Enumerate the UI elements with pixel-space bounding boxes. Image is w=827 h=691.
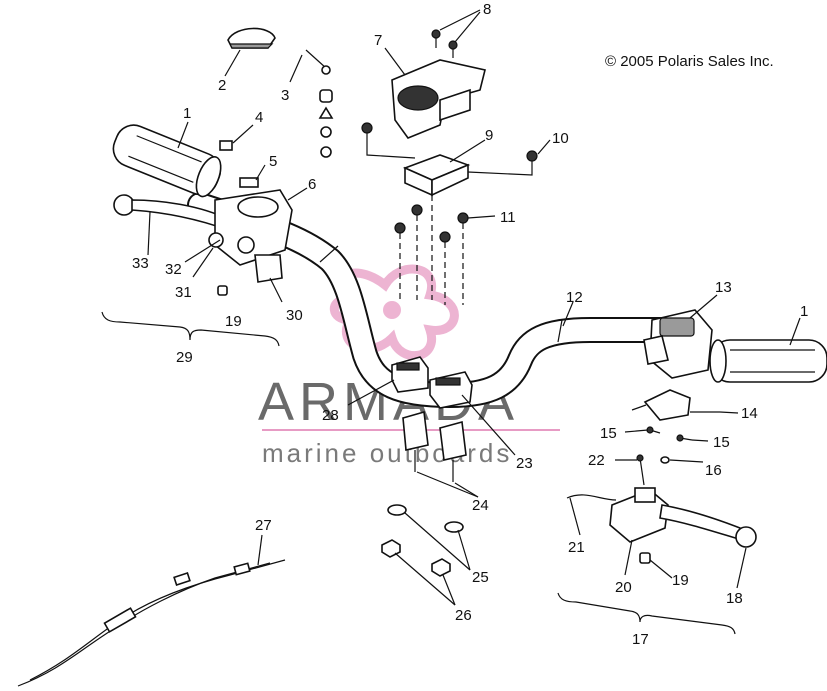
cover-cap — [227, 27, 276, 49]
callout-5: 5 — [269, 153, 277, 170]
left-master-cylinder — [208, 189, 293, 283]
callout-29: 29 — [176, 349, 193, 366]
plate-bolt-right — [526, 150, 538, 162]
brake-wire — [566, 494, 617, 501]
callout-15-left: 15 — [600, 425, 617, 442]
group-bracket-right — [557, 592, 736, 635]
plate-leader-right — [467, 160, 533, 176]
brake-switch — [631, 389, 720, 421]
callout-14: 14 — [741, 405, 758, 422]
callout-30: 30 — [286, 307, 303, 324]
callout-19-right: 19 — [672, 572, 689, 589]
callout-6: 6 — [308, 176, 316, 193]
upper-clamp-left — [391, 356, 429, 393]
callout-27: 27 — [255, 517, 272, 534]
callout-31: 31 — [175, 284, 192, 301]
callout-4: 4 — [255, 109, 263, 126]
plate-leader-left — [366, 133, 416, 159]
nuts — [381, 539, 451, 577]
left-grip — [112, 124, 222, 198]
copyright-notice: © 2005 Polaris Sales Inc. — [605, 53, 774, 70]
callout-8: 8 — [483, 1, 491, 18]
right-master-cylinder — [609, 487, 669, 543]
left-switch-plug — [217, 285, 228, 296]
upper-clamp-right — [429, 371, 473, 409]
callout-15-right: 15 — [713, 434, 730, 451]
clamp-bolts — [394, 195, 469, 305]
callout-2: 2 — [218, 77, 226, 94]
callout-20: 20 — [615, 579, 632, 596]
right-switch-housing — [643, 309, 713, 379]
right-brake-lever — [659, 504, 757, 548]
lower-clamps — [402, 410, 467, 482]
callout-26: 26 — [455, 607, 472, 624]
callout-9: 9 — [485, 127, 493, 144]
watermark-tagline: marine outboards — [262, 438, 512, 468]
callout-32: 32 — [165, 261, 182, 278]
callout-18: 18 — [726, 590, 743, 607]
plate-bolt-left — [361, 122, 373, 134]
callout-22: 22 — [588, 452, 605, 469]
washers — [387, 504, 464, 533]
group-bracket-left — [101, 311, 280, 347]
throttle-housing — [391, 59, 486, 139]
callout-33: 33 — [132, 255, 149, 272]
callout-19-left: 19 — [225, 313, 242, 330]
callout-1-left: 1 — [183, 105, 191, 122]
callout-7: 7 — [374, 32, 382, 49]
top-screws — [431, 29, 458, 58]
callout-28: 28 — [322, 407, 339, 424]
callout-21: 21 — [568, 539, 585, 556]
callout-numbers: 1 2 3 4 5 6 7 8 9 10 11 12 13 1 14 15 15… — [132, 1, 808, 648]
switch-screw-stack — [305, 49, 334, 158]
callout-25: 25 — [472, 569, 489, 586]
callout-1-right: 1 — [800, 303, 808, 320]
callout-16: 16 — [705, 462, 722, 479]
throttle-cable — [17, 559, 286, 687]
leader-lines — [147, 9, 801, 606]
grip-screws — [219, 140, 259, 188]
left-brake-lever — [113, 194, 231, 232]
callout-24: 24 — [472, 497, 489, 514]
callout-10: 10 — [552, 130, 569, 147]
callout-23: 23 — [516, 455, 533, 472]
callout-12: 12 — [566, 289, 583, 306]
handlebar — [187, 192, 673, 409]
small-screws — [636, 426, 693, 486]
callout-17: 17 — [632, 631, 649, 648]
right-switch-plug — [639, 552, 651, 564]
right-grip — [709, 339, 827, 383]
callout-3: 3 — [281, 87, 289, 104]
callout-13: 13 — [715, 279, 732, 296]
callout-11: 11 — [500, 209, 516, 226]
mounting-plate — [402, 154, 471, 197]
